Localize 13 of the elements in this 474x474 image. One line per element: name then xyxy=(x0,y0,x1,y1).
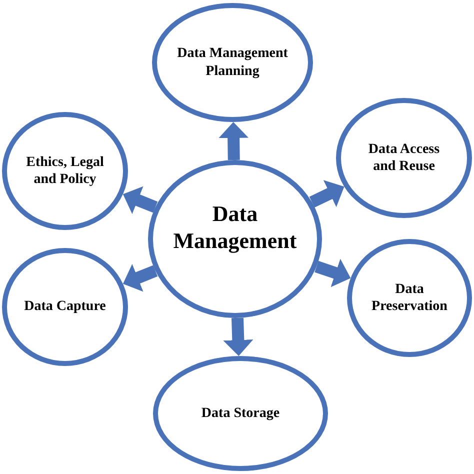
block-arrow xyxy=(120,186,158,214)
node-label: Data Management xyxy=(172,200,298,254)
node-label: Ethics, Legal and Policy xyxy=(25,154,105,188)
node-label: Data Capture xyxy=(24,298,106,316)
node-label: Data Storage xyxy=(201,404,280,422)
node-label: Data Preservation xyxy=(370,280,448,316)
block-arrow xyxy=(309,180,347,208)
block-arrow xyxy=(218,122,249,160)
block-arrow xyxy=(314,258,353,288)
block-arrow xyxy=(120,264,158,292)
node-label: Data Access and Reuse xyxy=(367,140,441,176)
node-label: Data Management Planning xyxy=(176,45,289,80)
block-arrow xyxy=(223,318,254,356)
